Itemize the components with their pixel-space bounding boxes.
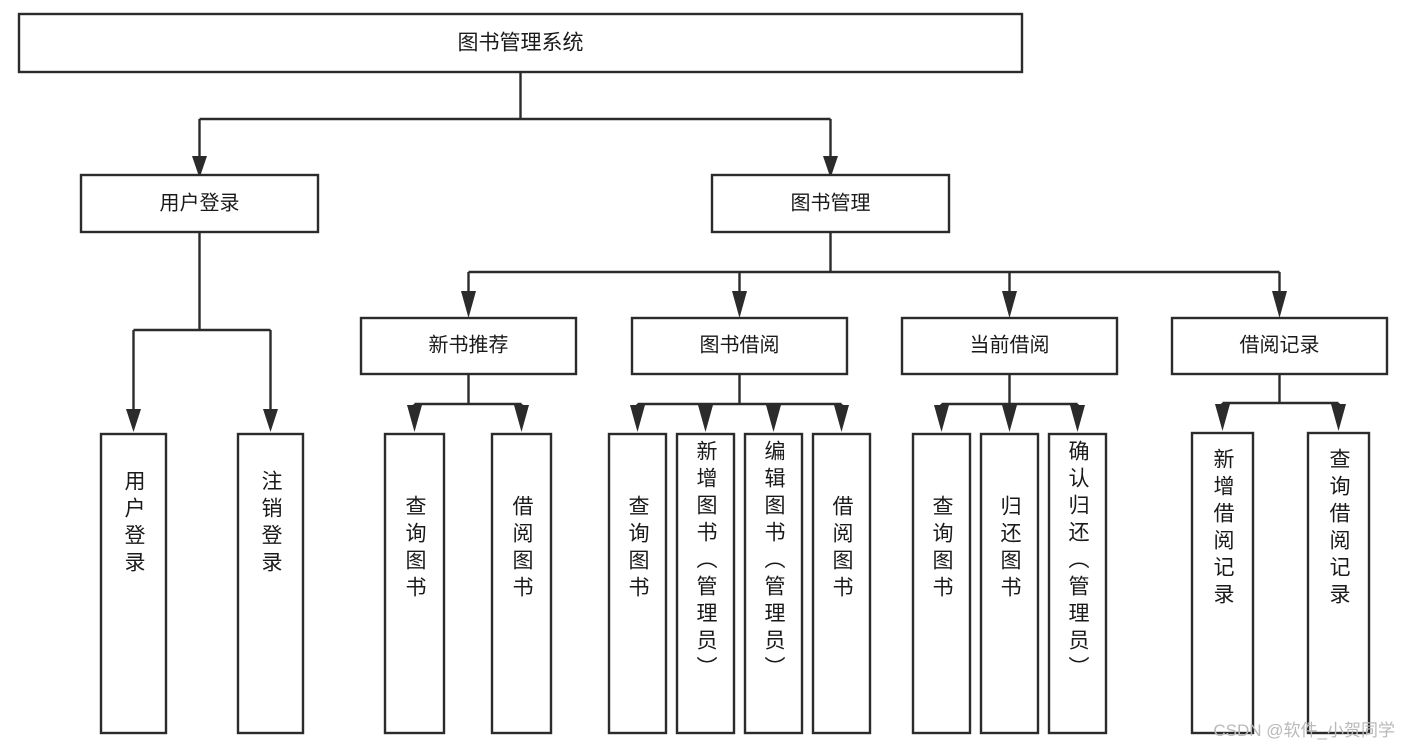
arrow-head-icon xyxy=(834,405,849,432)
edge-book-borrow-to-leaves xyxy=(630,374,849,432)
arrow-head-icon xyxy=(732,291,747,318)
node-user-login[interactable]: 用户登录 xyxy=(79,173,320,234)
node-leaf-borrow-book-2[interactable] xyxy=(811,432,872,735)
node-book-manage-label: 图书管理 xyxy=(791,191,871,214)
node-book-manage[interactable]: 图书管理 xyxy=(710,173,951,234)
arrow-head-icon xyxy=(1002,291,1017,318)
arrow-head-icon xyxy=(698,405,713,432)
arrow-head-icon xyxy=(407,405,422,432)
node-leaf-query-book-1[interactable] xyxy=(383,432,446,735)
node-borrow-record-label: 借阅记录 xyxy=(1240,333,1320,356)
edge-new-book-recommend-to-leaves xyxy=(407,374,529,432)
arrow-head-icon xyxy=(263,409,278,432)
arrow-head-icon xyxy=(1331,404,1346,431)
arrow-head-icon xyxy=(823,156,838,178)
node-current-borrow-label: 当前借阅 xyxy=(970,333,1050,356)
node-current-borrow[interactable]: 当前借阅 xyxy=(900,316,1119,376)
edge-borrow-record-to-leaves xyxy=(1215,374,1346,431)
node-new-book-recommend[interactable]: 新书推荐 xyxy=(359,316,578,376)
arrow-head-icon xyxy=(514,405,529,432)
arrow-head-icon xyxy=(630,405,645,432)
edge-root-to-level1 xyxy=(192,72,838,178)
node-leaf-query-record[interactable] xyxy=(1306,431,1371,735)
edge-user-login-to-leaves xyxy=(126,232,278,432)
arrow-head-icon xyxy=(1070,405,1085,432)
arrow-head-icon xyxy=(126,409,141,432)
node-book-borrow-label: 图书借阅 xyxy=(700,333,780,356)
node-book-borrow[interactable]: 图书借阅 xyxy=(630,316,849,376)
node-leaf-return-book[interactable] xyxy=(979,432,1040,735)
node-root-label: 图书管理系统 xyxy=(458,32,584,55)
node-new-book-recommend-label: 新书推荐 xyxy=(429,333,509,356)
node-leaf-user-logout[interactable] xyxy=(236,432,305,735)
arrow-head-icon xyxy=(461,291,476,318)
node-leaf-add-record[interactable] xyxy=(1190,431,1255,735)
edge-current-borrow-to-leaves xyxy=(934,374,1085,432)
arrow-head-icon xyxy=(1272,291,1287,318)
node-leaf-add-book[interactable] xyxy=(675,432,736,735)
node-root[interactable]: 图书管理系统 xyxy=(17,12,1024,74)
node-leaf-user-login[interactable] xyxy=(99,432,168,735)
arrow-head-icon xyxy=(766,405,781,432)
node-leaf-query-book-2[interactable] xyxy=(607,432,668,735)
node-borrow-record[interactable]: 借阅记录 xyxy=(1170,316,1389,376)
csdn-watermark: CSDN @软件_小贺同学 xyxy=(1213,721,1395,740)
arrow-head-icon xyxy=(192,156,207,178)
node-leaf-edit-book[interactable] xyxy=(743,432,804,735)
node-leaf-query-book-3[interactable] xyxy=(911,432,972,735)
node-leaf-borrow-book-1[interactable] xyxy=(490,432,553,735)
edge-book-manage-to-level2 xyxy=(461,232,1287,318)
node-user-login-label: 用户登录 xyxy=(160,191,240,214)
arrow-head-icon xyxy=(1002,405,1017,432)
node-leaf-confirm-return[interactable] xyxy=(1047,432,1108,735)
arrow-head-icon xyxy=(934,405,949,432)
arrow-head-icon xyxy=(1215,404,1230,431)
